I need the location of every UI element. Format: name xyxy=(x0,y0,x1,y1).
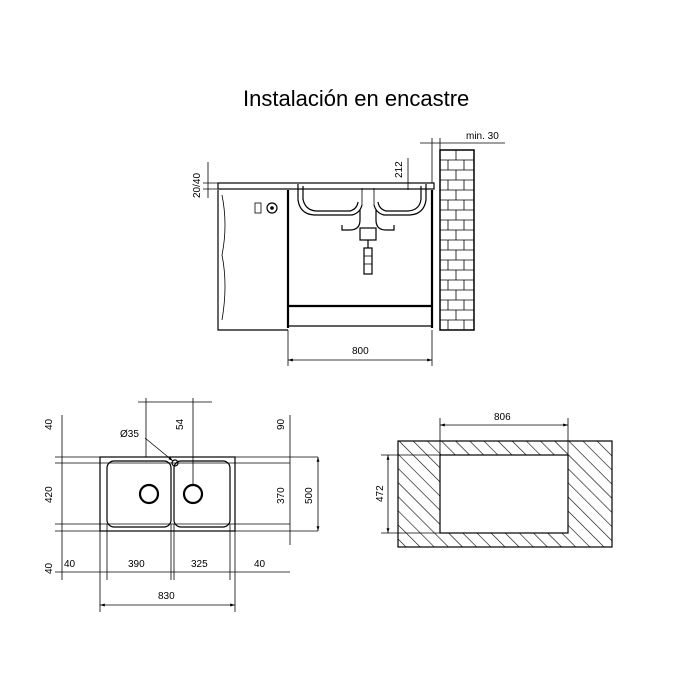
dim-40-top-label: 40 xyxy=(44,418,55,430)
dimension-806: 806 xyxy=(439,412,569,455)
dim-90-label: 90 xyxy=(276,418,287,430)
bottom-dimensions: 40 390 325 40 830 xyxy=(55,559,290,607)
base-cabinet xyxy=(286,190,434,328)
dim-212-label: 212 xyxy=(394,161,405,178)
cutout-view: 806 472 xyxy=(375,412,613,548)
top-view: 40 420 40 90 370 500 Ø35 54 xyxy=(44,398,320,612)
dim-35-label: Ø35 xyxy=(120,429,139,440)
left-vertical-dimensions: 40 420 40 xyxy=(44,415,63,580)
left-bowl xyxy=(106,460,172,528)
dim-40-left-label: 40 xyxy=(64,559,76,570)
dimension-212: 212 xyxy=(394,158,434,190)
right-bowl xyxy=(173,460,231,528)
left-cabinet xyxy=(217,190,288,331)
dim-370-label: 370 xyxy=(276,487,287,504)
dim-800-label: 800 xyxy=(352,346,369,357)
drawing-title: Instalación en encastre xyxy=(243,86,469,111)
dim-40-right-label: 40 xyxy=(254,559,266,570)
brick-wall xyxy=(439,149,475,331)
dimension-472: 472 xyxy=(375,454,440,534)
dim-830-label: 830 xyxy=(158,591,175,602)
dim-500-label: 500 xyxy=(304,487,315,504)
dim-390-label: 390 xyxy=(128,559,145,570)
dim-472-label: 472 xyxy=(375,485,386,502)
dim-325-label: 325 xyxy=(191,559,208,570)
sink-basin-section xyxy=(297,184,427,216)
siphon xyxy=(341,210,395,275)
side-view: min. 30 xyxy=(192,131,505,366)
dim-420-label: 420 xyxy=(44,486,55,503)
dim-40-bottom-label: 40 xyxy=(44,562,55,574)
drain-knob-icon xyxy=(266,202,278,214)
dim-806-label: 806 xyxy=(494,412,511,423)
dimension-20-40: 20/40 xyxy=(192,162,222,198)
dim-min-30-label: min. 30 xyxy=(466,131,499,142)
right-vertical-dimensions: 90 370 500 xyxy=(276,415,320,545)
top-dimensions: Ø35 54 xyxy=(120,398,212,485)
control-knob xyxy=(254,202,262,214)
cutout-opening xyxy=(439,454,569,534)
sink-outline xyxy=(99,456,236,532)
dim-20-40-label: 20/40 xyxy=(192,173,203,198)
dimension-800: 800 xyxy=(287,330,433,366)
countertop xyxy=(217,182,435,190)
dim-54-label: 54 xyxy=(175,418,186,430)
dimension-min-30: min. 30 xyxy=(420,131,505,185)
left-drain-icon xyxy=(138,483,160,505)
